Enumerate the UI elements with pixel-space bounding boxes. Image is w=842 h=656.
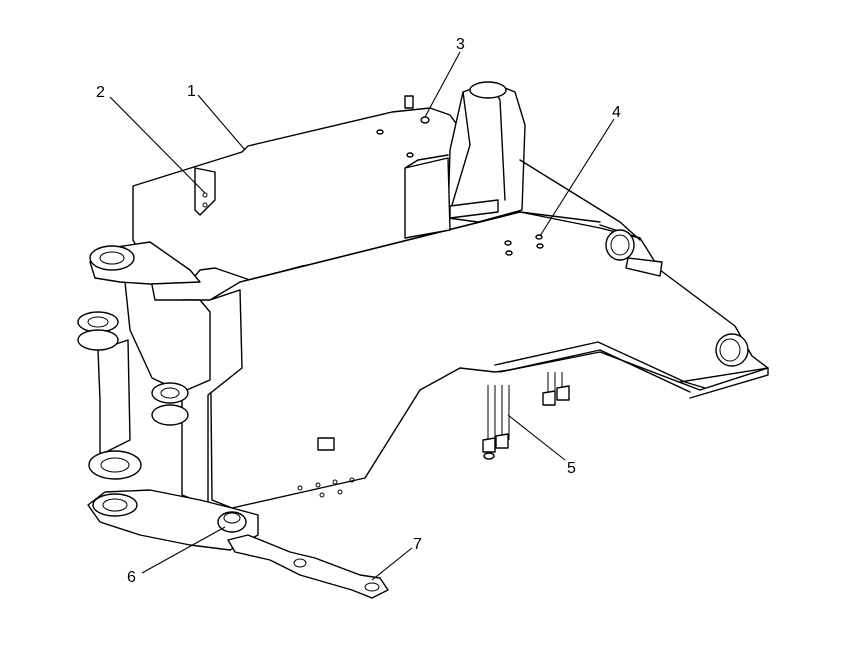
link-bar-end-hole bbox=[364, 582, 380, 592]
leader-1 bbox=[197, 94, 246, 151]
beam-side-edge bbox=[494, 341, 769, 399]
mid-pivot-hole-1 bbox=[87, 316, 109, 328]
stud-group-right bbox=[504, 234, 544, 256]
leader-5 bbox=[507, 414, 566, 461]
mid-pivot-boss-1 bbox=[77, 311, 119, 333]
mount-block bbox=[404, 154, 451, 239]
link-bar bbox=[227, 534, 389, 599]
callout-2: 2 bbox=[96, 84, 105, 101]
tube-end-upper-inner bbox=[610, 234, 630, 256]
lower-pivot-boss bbox=[88, 450, 142, 480]
pivot-pin-top bbox=[223, 512, 241, 524]
callout-1: 1 bbox=[187, 83, 196, 100]
mid-pivot-hole-3 bbox=[160, 387, 180, 399]
bolt-set-lower bbox=[482, 385, 510, 460]
bracket-top-hole bbox=[469, 81, 507, 99]
left-side-wall-inner bbox=[124, 274, 211, 393]
leader-2 bbox=[109, 96, 206, 194]
tube-end-upper bbox=[605, 229, 635, 261]
leader-3 bbox=[424, 51, 461, 118]
link-bar-mid-hole bbox=[293, 558, 307, 568]
mount-plate-2 bbox=[194, 167, 216, 216]
callout-7: 7 bbox=[413, 536, 422, 553]
tube-foot-upper bbox=[625, 257, 663, 277]
callout-5: 5 bbox=[567, 460, 576, 477]
tube-end-lower-inner bbox=[719, 338, 741, 362]
lower-arm-hole bbox=[102, 498, 128, 512]
bolt-set-upper bbox=[542, 372, 570, 406]
leader-4 bbox=[539, 118, 615, 237]
leader-7 bbox=[371, 547, 413, 581]
callout-6: 6 bbox=[127, 569, 136, 586]
mount-block-tab bbox=[449, 199, 499, 219]
front-plate-holes bbox=[297, 477, 355, 498]
leader-6 bbox=[141, 526, 226, 574]
mid-pivot-boss-3 bbox=[151, 382, 189, 404]
tube-end-lower bbox=[715, 333, 749, 367]
access-slot bbox=[317, 437, 335, 451]
callout-3: 3 bbox=[456, 36, 465, 53]
lower-pivot-hole bbox=[100, 457, 130, 473]
lower-arm-boss bbox=[92, 493, 138, 517]
callout-4: 4 bbox=[612, 104, 621, 121]
upper-pivot-hole bbox=[99, 251, 125, 265]
stud-group-top bbox=[376, 95, 430, 158]
mid-pivot-boss-2 bbox=[77, 329, 119, 351]
upper-pivot-boss bbox=[89, 245, 135, 271]
left-front-wall bbox=[97, 339, 131, 456]
mid-pivot-boss-4 bbox=[151, 404, 189, 426]
